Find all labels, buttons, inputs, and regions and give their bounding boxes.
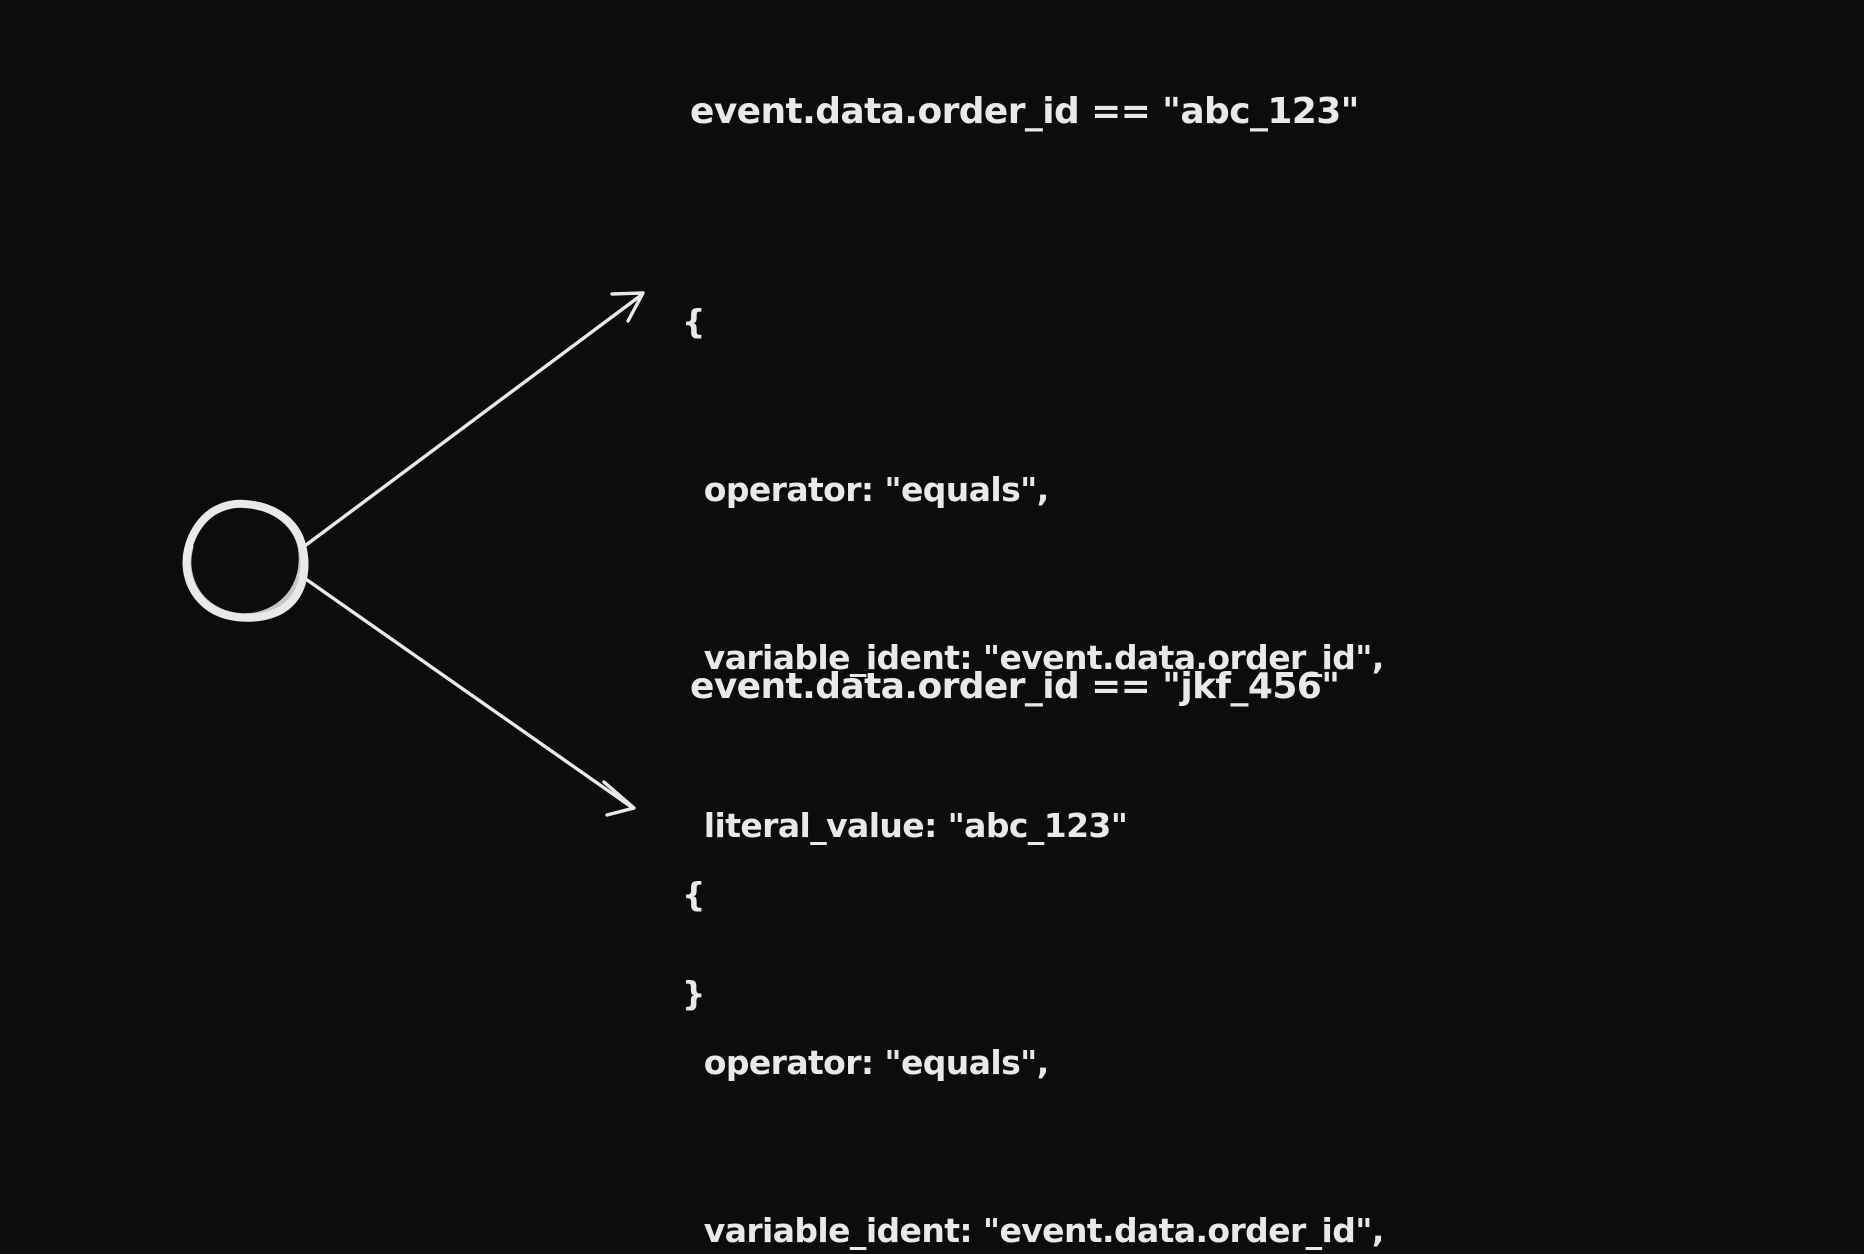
root-node[interactable] (182, 499, 309, 622)
edge-to-branch-2[interactable] (298, 573, 636, 817)
branch-1-code-line-5: } (682, 974, 706, 1013)
edge-to-branch-1-line (300, 294, 642, 550)
branch-2-code-line-2: operator: "equals", (682, 1043, 1049, 1082)
branch-1-code-line-1: { (682, 302, 706, 341)
branch-1-heading: event.data.order_id == "abc_123" (690, 91, 1359, 132)
branch-1-code-block: { operator: "equals", variable_ident: "e… (682, 182, 1384, 1134)
edge-to-branch-1[interactable] (300, 291, 645, 550)
branch-1-code-line-3: variable_ident: "event.data.order_id", (682, 638, 1385, 677)
root-node-outline-sketch (186, 503, 304, 619)
edge-to-branch-2-line (298, 573, 632, 808)
root-node-outline (182, 499, 309, 622)
branch-1-code-line-4: literal_value: "abc_123" (682, 806, 1128, 845)
branch-2-heading: event.data.order_id == "jkf_456" (690, 666, 1340, 707)
edge-to-branch-1-arrowhead (610, 291, 645, 323)
edge-to-branch-2-arrowhead (602, 780, 636, 817)
branch-2-code-block: { operator: "equals", variable_ident: "e… (682, 755, 1384, 1254)
branch-2-code-line-1: { (682, 875, 706, 914)
branch-2-code-line-3: variable_ident: "event.data.order_id", (682, 1211, 1385, 1250)
branch-1-code-line-2: operator: "equals", (682, 470, 1049, 509)
